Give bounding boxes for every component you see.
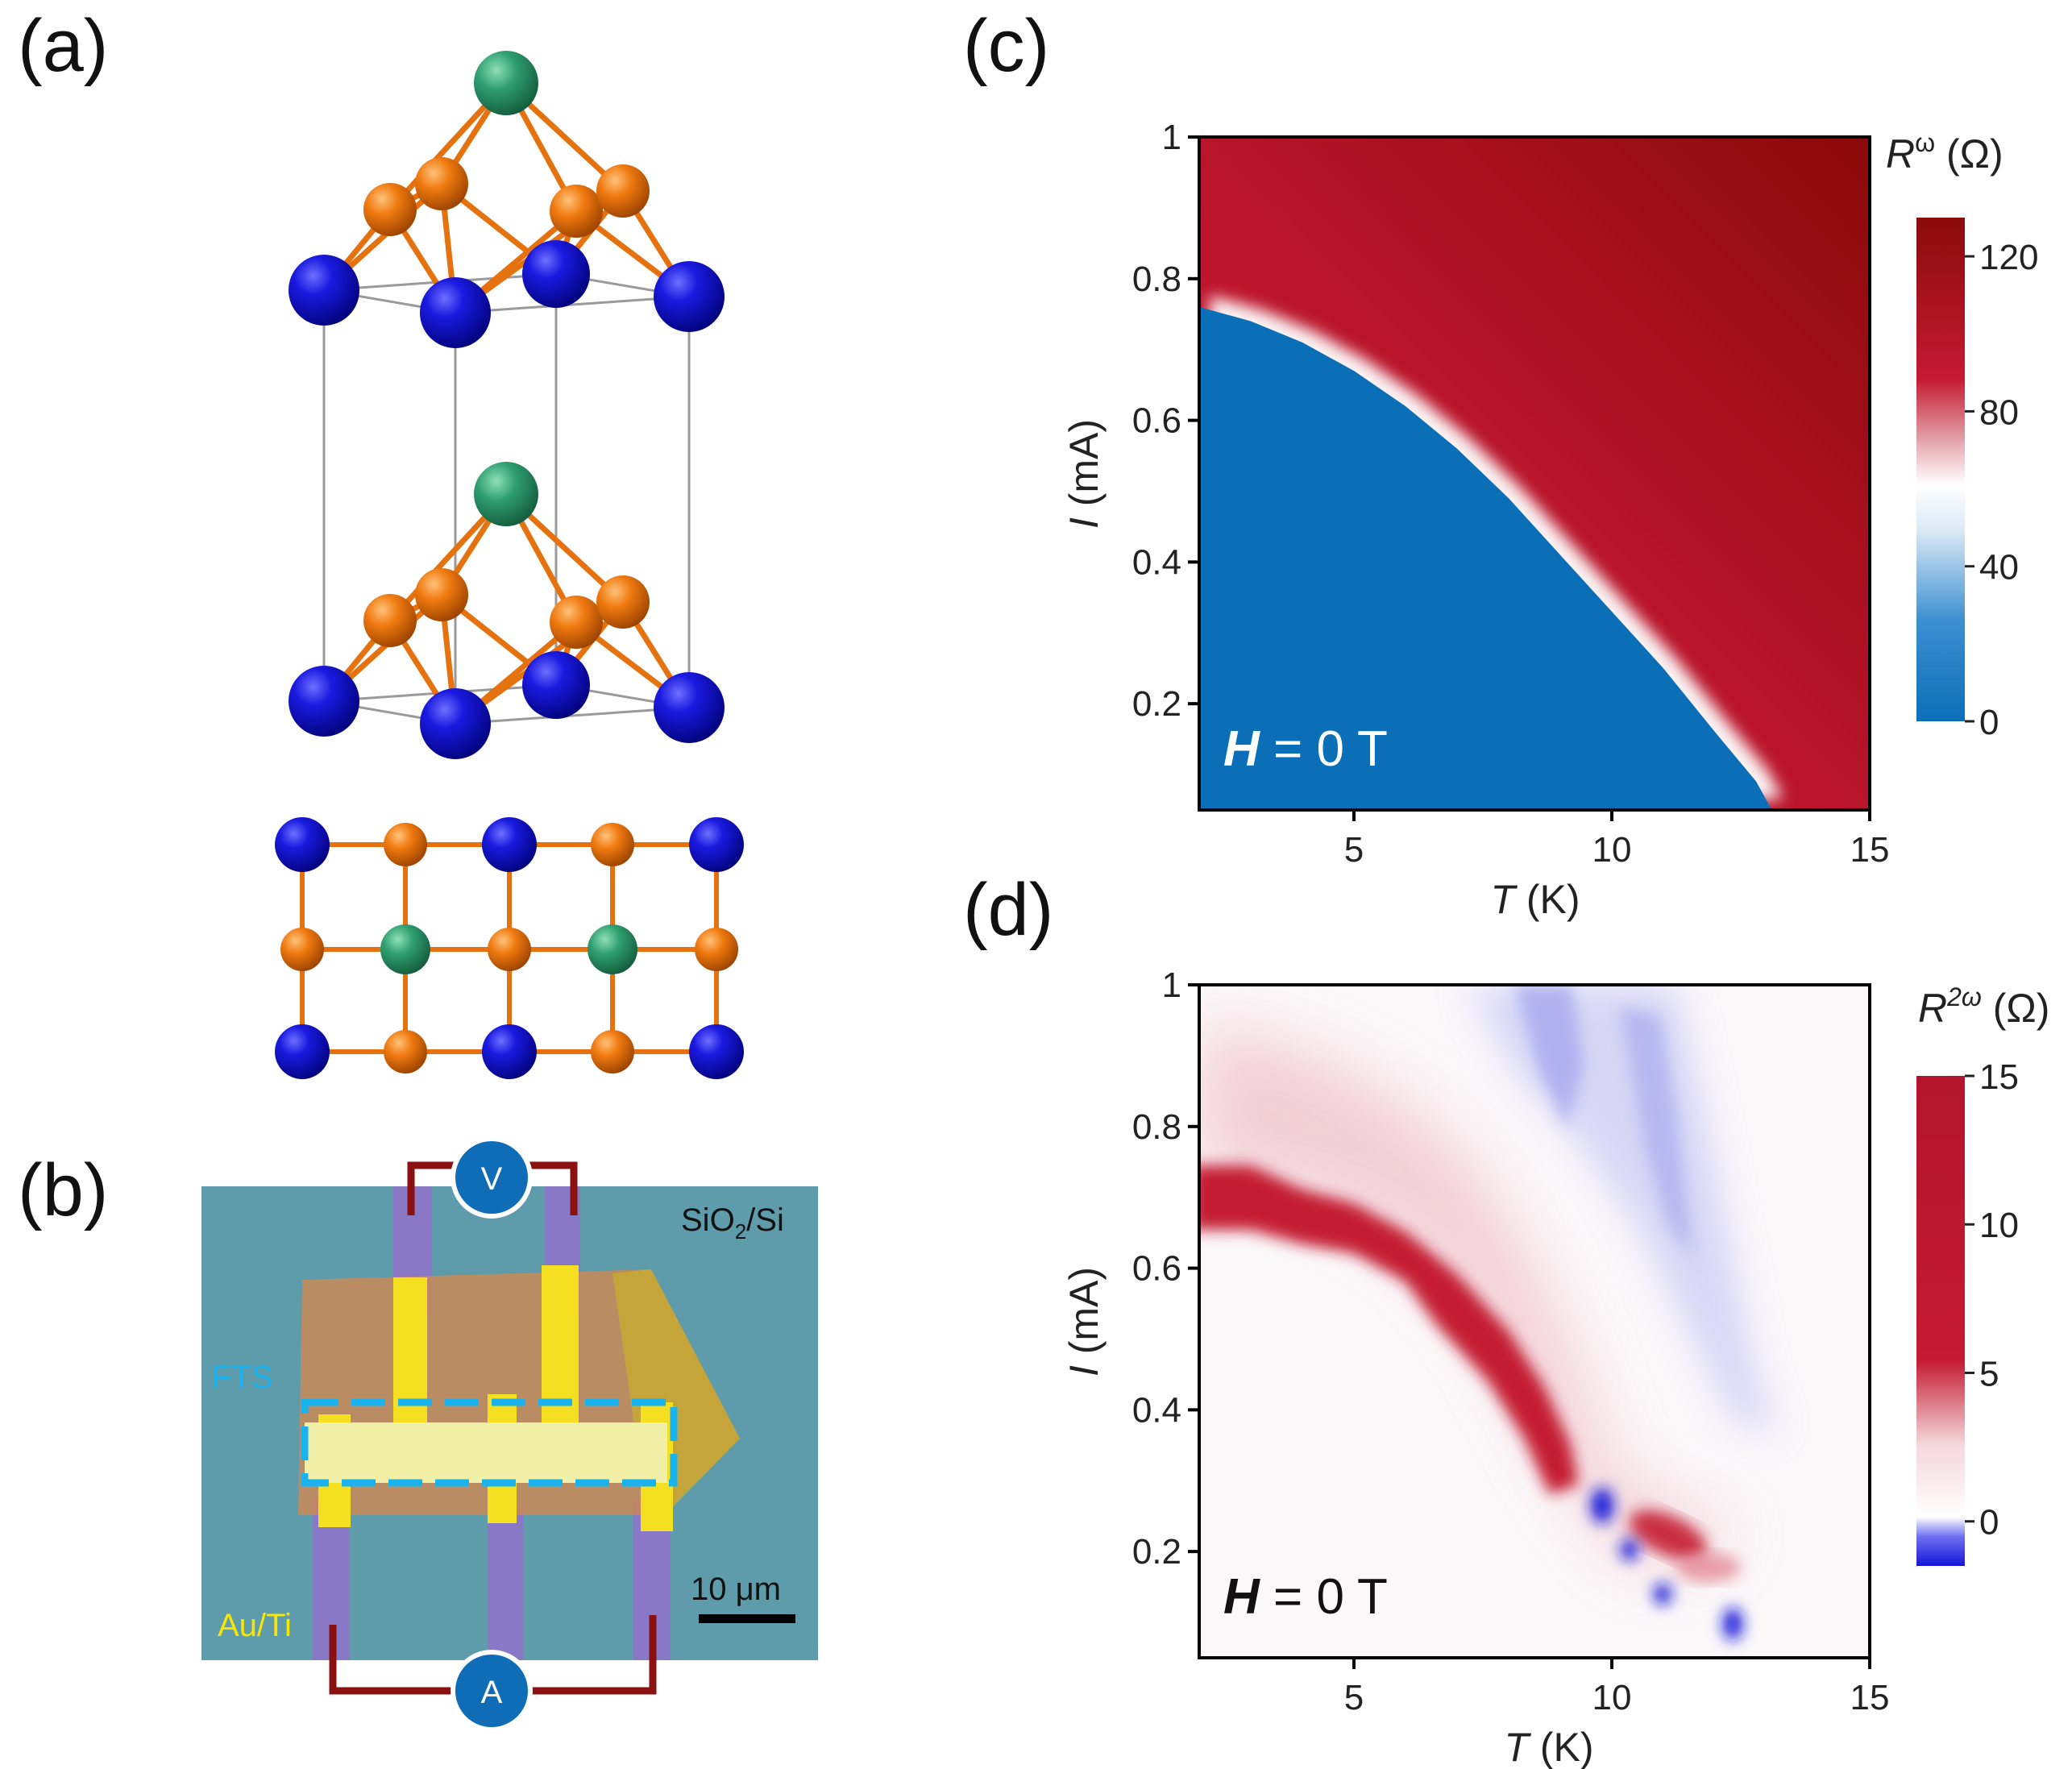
fe-atom [482,1024,537,1079]
fe-atom [289,255,359,326]
ge-atom [474,462,538,526]
fe-atom [522,651,590,719]
x-tick-label: 5 [1344,830,1364,870]
te-atom [488,928,531,971]
field-annotation-d: H = 0 T [1223,1569,1388,1625]
y-tick-label: 0.4 [1132,542,1181,582]
fe-atom [482,817,537,872]
x-axis-label-c: T (K) [1490,877,1580,922]
y-tick-label: 0.8 [1132,1107,1181,1147]
ge-atom [588,924,637,974]
y-axis-label-d: I (mA) [1061,1267,1107,1377]
x-tick-label: 10 [1592,1678,1632,1717]
te-atom [596,575,650,629]
heatmap-c: 5 10 15 0.2 0.4 0.6 0.8 1 [1132,118,1890,870]
crystal-structure [289,51,725,759]
y-tick-label: 0.6 [1132,401,1181,441]
colorbar-tick-label: 80 [1979,392,2019,432]
flake-outline [301,1398,678,1487]
colorbar-c [1916,218,1965,721]
colorbar-tick-label: 40 [1979,548,2019,588]
colorbar-tick-label: 15 [1979,1057,2019,1097]
te-atom [280,928,324,971]
x-tick-label: 5 [1344,1678,1364,1717]
panel-label-b: (b) [18,1149,108,1231]
fe-atom [420,277,491,348]
voltmeter-label: V [481,1161,503,1197]
x-tick-label: 10 [1592,830,1632,870]
te-atom [550,596,603,649]
ammeter-label: A [481,1675,503,1710]
electrode-label: Au/Ti [218,1608,292,1643]
lattice-top-view [275,817,744,1079]
y-tick-label: 0.4 [1132,1390,1181,1430]
te-atom [591,1030,634,1073]
colorbar-label-d: R2ω (Ω) [1918,982,2049,1031]
panel-label-d: (d) [963,869,1053,951]
y-tick-label: 1 [1162,965,1181,1005]
fe-atom [654,672,725,743]
x-tick-label: 15 [1850,1678,1890,1717]
y-tick-label: 0.2 [1132,1532,1181,1572]
scale-bar-label: 10 μm [691,1572,781,1607]
te-atom [363,183,417,236]
colorbar-tick-label: 10 [1979,1206,2019,1245]
colorbar-d [1916,1076,1965,1566]
te-atom [591,823,634,866]
ge-atom [380,924,430,974]
fe-atom [420,688,491,759]
fe-atom [654,261,725,332]
colorbar-label-c: Rω (Ω) [1886,128,2003,176]
colorbar-tick-label: 5 [1979,1354,1999,1393]
voltmeter-icon [451,1136,533,1219]
fe-atom [522,240,590,308]
y-tick-label: 1 [1162,118,1181,157]
panel-label-c: (c) [963,5,1049,87]
te-atom [596,164,650,218]
substrate-label: SiO2/Si [681,1202,784,1244]
y-tick-label: 0.2 [1132,684,1181,724]
fe-atom [689,817,744,872]
te-atom [363,594,417,647]
colorbar-tick-label: 120 [1979,238,2038,277]
colorbar-tick-label: 0 [1979,1503,1999,1543]
fe-atom [275,1024,330,1079]
fe-atom [289,666,359,737]
te-atom [384,823,427,866]
te-atom [415,568,468,621]
x-axis-label-d: T (K) [1504,1725,1593,1769]
colorbar-tick-label: 0 [1979,703,1999,742]
ammeter-icon [451,1650,533,1732]
x-tick-label: 15 [1850,830,1890,870]
te-atom [695,928,738,971]
heatmap-d: 5 10 15 0.2 0.4 0.6 0.8 1 [1132,965,1890,1717]
scale-bar [699,1614,795,1623]
ge-atom [474,51,538,115]
y-tick-label: 0.6 [1132,1249,1181,1289]
y-tick-label: 0.8 [1132,260,1181,299]
flake-label: FTS [212,1360,273,1395]
panel-label-a: (a) [18,5,108,87]
fe-atom [689,1024,744,1079]
te-atom [415,157,468,210]
field-annotation-c: H = 0 T [1223,721,1388,777]
te-atom [550,185,603,238]
y-axis-label-c: I (mA) [1061,419,1107,529]
device-micrograph [201,1136,818,1732]
te-atom [384,1030,427,1073]
fe-atom [275,817,330,872]
